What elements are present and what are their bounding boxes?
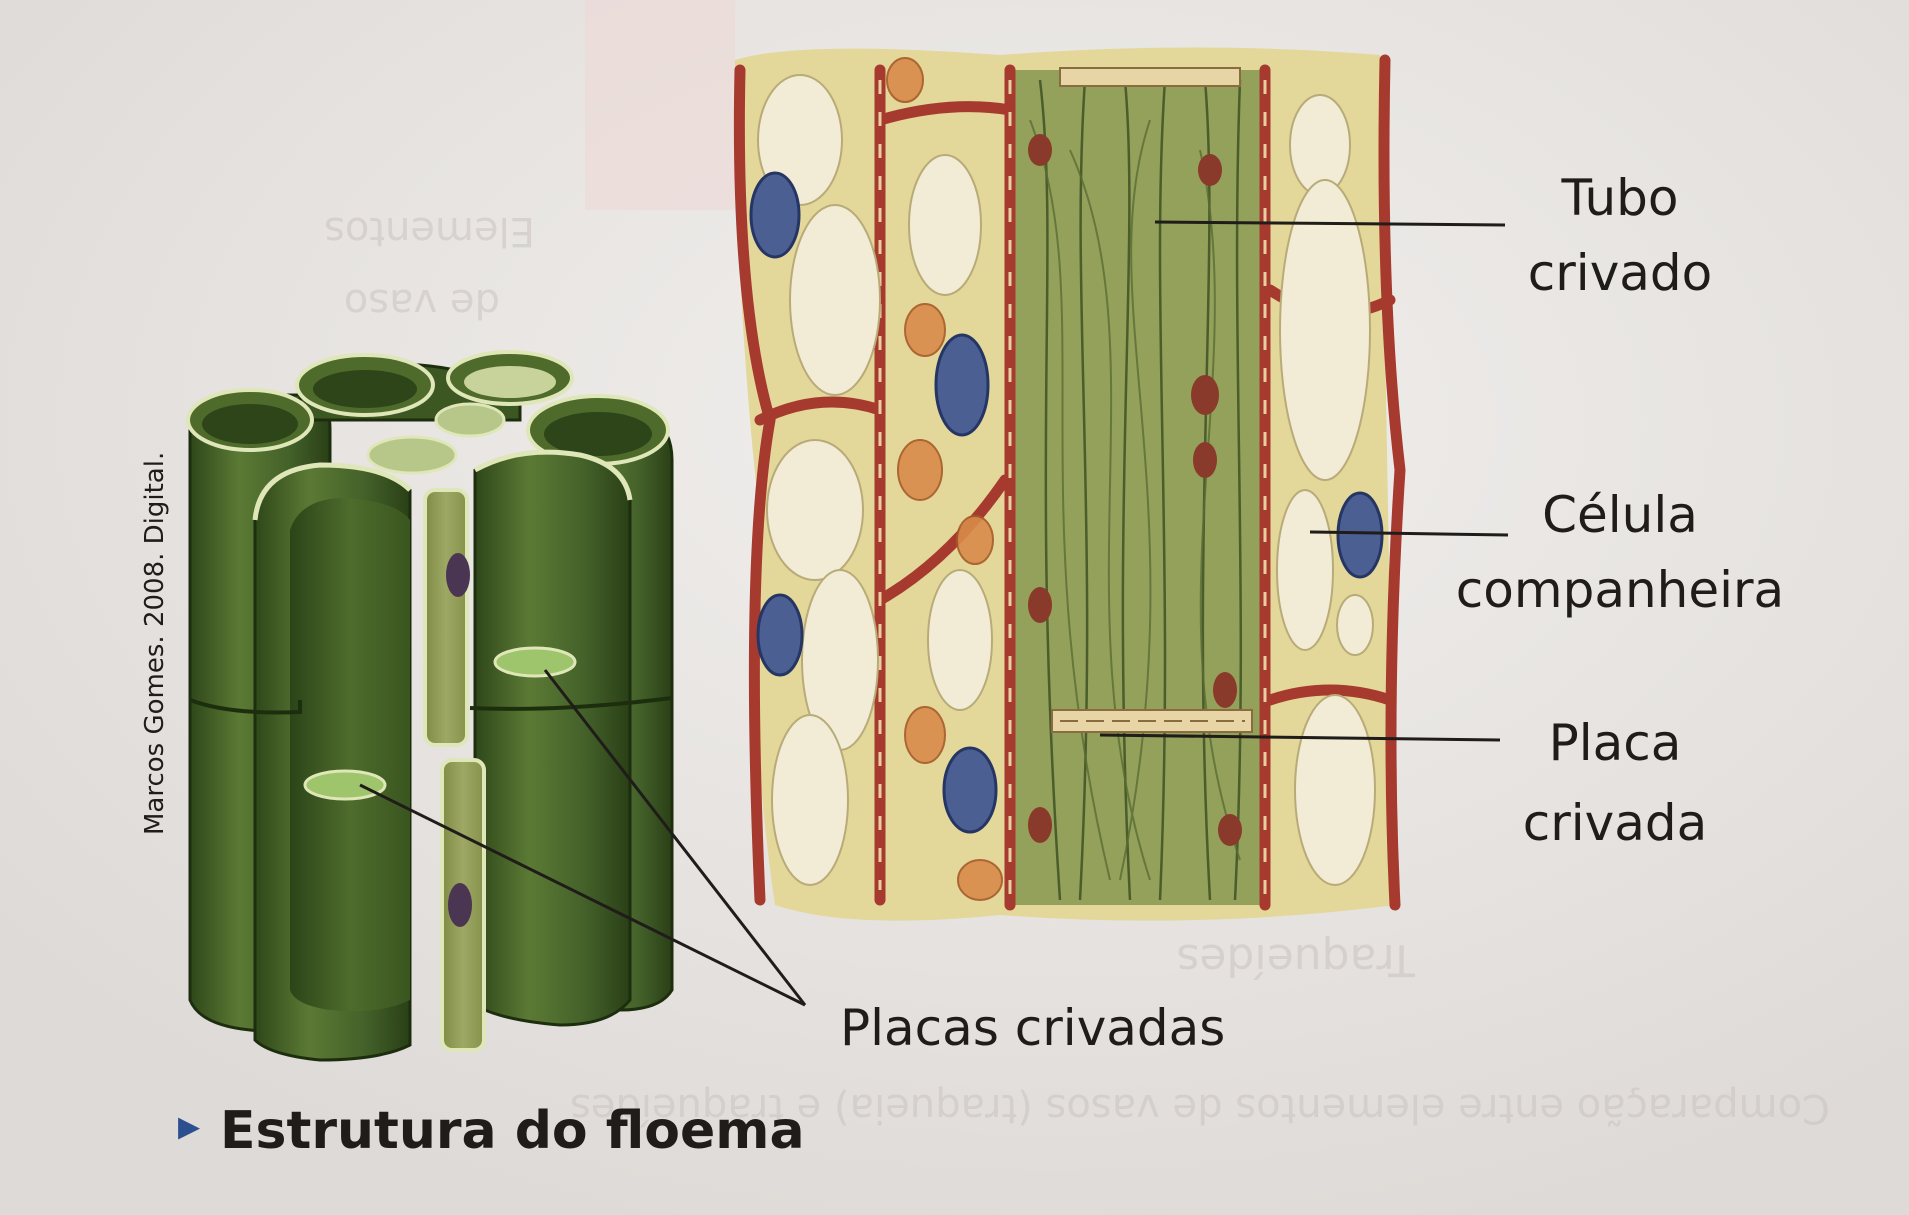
ghost-traqueides: Traqueídes [1177,934,1417,985]
pink-bleed-area [585,0,735,210]
ghost-de-vaso: de vaso [344,280,500,326]
leader-placas-upper [543,669,807,1006]
front-left-tube-interior [290,498,410,1012]
top-cross-section [186,350,670,475]
sieve-plate-top [1059,67,1241,87]
longitudinal-section [733,47,1406,921]
nucleus [1336,491,1384,579]
strand-nucleus-upper [446,553,470,597]
plastid-dots [1028,134,1242,846]
nucleus [934,333,990,437]
sieve-plate [1051,709,1253,733]
nuclei [749,171,1384,834]
sieve-tube-column [1015,70,1260,905]
sieve-plate-upper [493,646,577,678]
front-right-tube-rim [473,449,633,501]
label-placa: Placa [1549,714,1682,772]
companion-strand-upper [423,488,469,747]
nucleus [942,746,998,834]
leader-placa-crivada [1099,733,1501,742]
front-left-tube-rim [252,462,412,521]
nucleus [756,593,804,677]
phloem-bundle-illustration [186,350,807,1062]
leader-tubo-crivado [1154,220,1506,227]
ghost-comparacao: Comparação entre elementos de vasos (tra… [570,1085,1830,1131]
vacuoles [757,74,1376,886]
label-crivada: crivada [1523,794,1708,852]
sieve-tube-strands-2 [1029,119,1241,881]
sieve-plate-lower [303,769,387,801]
front-right-tube [473,450,632,1027]
leader-celula-companheira [1309,530,1509,537]
label-celula: Célula [1542,486,1698,544]
strand-nucleus-lower [448,883,472,927]
label-tubo: Tubo [1561,169,1679,227]
bleed-through-text: Elementos de vaso Traqueídes Comparação … [324,208,1830,1131]
caption-title: Estrutura do floema [220,1101,805,1161]
tube-joint [189,696,673,715]
label-placas-crivadas: Placas crivadas [840,999,1225,1057]
label-companheira: companheira [1456,561,1784,619]
leader-placas-lower [359,783,806,1007]
wall-pits [878,80,1267,895]
label-crivado: crivado [1528,244,1713,302]
image-credit: Marcos Gomes. 2008. Digital. [140,452,170,835]
ghost-elementos: Elementos [324,208,535,254]
nucleus [749,171,801,259]
organelles [886,57,1003,901]
sieve-tube-strands [1038,79,1243,901]
caption-marker: ▸ [178,1100,200,1151]
